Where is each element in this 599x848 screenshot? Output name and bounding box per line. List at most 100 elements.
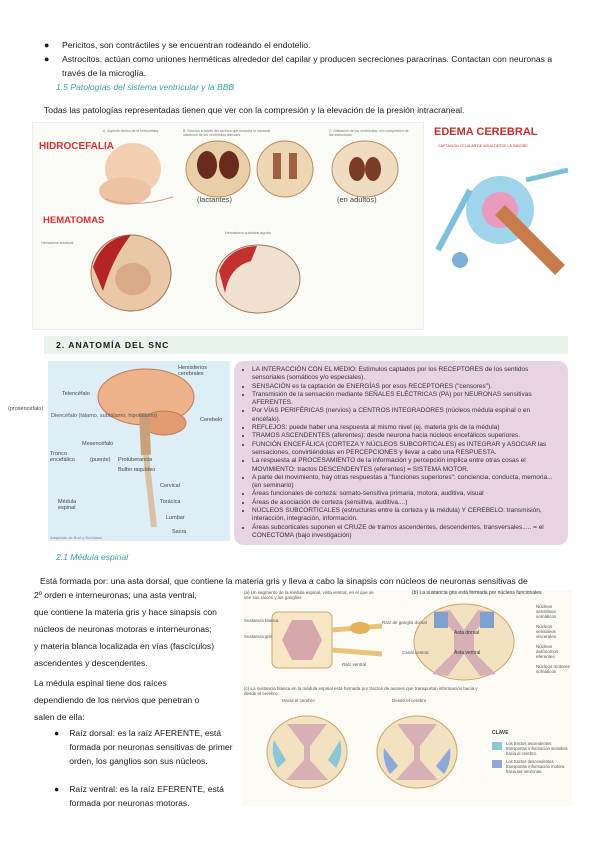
caption-a: A. Aspecto clínico de la hidrocefalia (103, 129, 159, 133)
label-desc: Los tractos descendentes transportan inf… (506, 759, 565, 774)
label-raiz-ventral: Raíz ventral (342, 662, 367, 667)
spinal-caption-b: (b) La sustancia gris está formada por n… (412, 590, 542, 596)
list-item: SENSACIÓN es la captación de ENERGÍAS po… (252, 383, 558, 391)
label-lumbar: Lumbar (166, 515, 185, 521)
brain-section-lactantes-2 (256, 140, 314, 198)
brain-section-adultos (331, 140, 399, 198)
label-asta-ventral: Asta ventral (454, 650, 481, 656)
bullet-icon: ● (44, 40, 50, 50)
label-hacia: Hacia el cerebro (282, 698, 315, 703)
edema-title: EDEMA CEREBRAL (434, 126, 538, 138)
list-item: Por VÍAS PERIFÉRICAS (nervios) a CENTROS… (252, 407, 558, 424)
label-telencefalo: Telencéfalo (62, 391, 90, 397)
raiz-ventral-item: ● Raíz ventral: es la raíz EFERENTE, est… (54, 784, 224, 808)
label-medula: Médula espinal (58, 499, 77, 511)
spinal-caption-c: (c) La sustancia blanca en la médula esp… (244, 686, 478, 696)
list-item: ● Pericitos, son contráctiles y se encue… (44, 40, 311, 50)
spinal-caption-a: (a) Un segmento de la médula espinal, vi… (244, 590, 374, 600)
bullet-icon: ● (54, 728, 60, 738)
medula-line-3: que contiene la materia gris y hace sina… (34, 607, 217, 617)
sensory-processing-box: LA INTERACCIÓN CON EL MEDIO: Estímulos c… (234, 361, 568, 545)
label-canal-central: Canal central (402, 650, 429, 655)
raiz-dorsal-item: ● Raíz dorsal: es la raíz AFERENTE, está… (54, 728, 233, 766)
grey-matter-nuclei-illustration (413, 603, 515, 681)
medula-line-6: ascendentes y descendentes. (34, 658, 148, 668)
label-diencefalo: Diencéfalo (tálamo, subtálamo, hipotálam… (51, 413, 158, 419)
label-puente: (puente) (90, 457, 111, 463)
label-adultos: (en adultos) (337, 195, 377, 204)
label-asta-dorsal: Asta dorsal (454, 630, 480, 636)
label-hemisferios: Hemisferios cerebrales (178, 365, 208, 377)
spinal-segment-illustration (271, 611, 383, 669)
cns-illustration (97, 368, 195, 528)
hematoma-brain-illustration (90, 234, 172, 312)
section-heading-1-5: 1.5 Patologías del sistema ventricular y… (56, 82, 235, 92)
anatomy-credit: Adaptado de Burt y Boutaoux (50, 535, 103, 540)
label-cervical: Cervical (160, 483, 180, 489)
spinal-cord-figure: (a) Un segmento de la médula espinal, vi… (242, 590, 572, 806)
list-item: REFLEJOS: puede haber una respuesta al m… (252, 424, 558, 432)
raices-line-3: salen de ella: (34, 712, 85, 722)
edema-caption: CAPTACIÓN CELULAR DE AGUA DESDE LA SANGR… (438, 144, 528, 148)
list-item: Áreas de asociación de corteza (sensitiv… (252, 499, 558, 507)
list-item: TRAMOS ASCENDENTES (aferentes): desde ne… (252, 432, 558, 440)
list-item: Transmisión de la sensación mediante SEÑ… (252, 391, 558, 408)
ascending-tracts-illustration (266, 715, 348, 789)
label-nucleos-motor: Núcleos motores somáticos (536, 664, 570, 674)
bullet-icon: ● (44, 54, 50, 64)
label-ganglio: Raíz de ganglio dorsal (382, 620, 427, 625)
list-item: ● Astrocitos, actúan como uniones hermét… (44, 54, 553, 78)
label-nucleos-auto: Núcleos autónomos eferentes (536, 644, 559, 659)
edema-cell-illustration (435, 167, 569, 275)
caption-c: C. Dilatación de los ventrículos, con co… (329, 129, 409, 137)
list-item: Áreas funcionales de corteza: somato-sen… (252, 490, 558, 498)
label-asc: Los tractos ascendentes transportan info… (506, 741, 568, 756)
label-sustancia-gris: Sustancia gris (244, 634, 273, 639)
list-item: La respuesta al PROCESAMIENTO de la info… (252, 457, 558, 474)
edema-figure: EDEMA CEREBRAL CAPTACIÓN CELULAR DE AGUA… (426, 122, 574, 282)
label-mesencefalo: Mesencéfalo (82, 441, 114, 447)
raices-line-1: La médula espinal tiene dos raíces (34, 678, 167, 688)
ascending-swatch (492, 742, 502, 750)
section-heading-2-1: 2.1 Médula espinal (56, 552, 129, 562)
label-nucleos-sens: Núcleos sensitivos somáticos (536, 604, 557, 619)
descending-tracts-illustration (376, 715, 458, 789)
intro-paragraph: Todas las patologías representadas tiene… (44, 105, 465, 115)
hidrocefalia-title: HIDROCEFALIA (39, 141, 114, 152)
top-bullet-list: ● Pericitos, son contráctiles y se encue… (44, 38, 564, 80)
label-nucleos-visc: Núcleos sensitivos viscerales (536, 624, 557, 639)
baby-illustration (99, 143, 174, 205)
label-sustancia-blanca: Sustancia blanca (244, 618, 279, 623)
section-2-heading: 2. ANATOMÍA DEL SNC (56, 340, 170, 350)
hematoma-agudo-label: Hematoma subdural agudo (225, 231, 271, 235)
hematoma-subdural-label: Hematoma subdural (41, 241, 74, 245)
label-desde: Desde el cerebro (392, 698, 427, 703)
section-2-band: 2. ANATOMÍA DEL SNC (44, 336, 568, 354)
list-item: A parte del movimiento, hay otras respue… (252, 474, 558, 491)
bullet-icon: ● (54, 784, 60, 794)
list-item: Áreas subcorticales suponen el CRUZE de … (252, 524, 558, 541)
hematomas-title: HEMATOMAS (43, 215, 105, 226)
label-prosencefalo: (prosencéfalo) (8, 406, 44, 412)
anatomy-figure: Hemisferios cerebrales Telencéfalo Dienc… (48, 361, 230, 541)
label-bulbo: Bulbo raquídeo (118, 467, 156, 473)
label-toracica: Torácica (160, 499, 181, 505)
caption-b: B. Sección a través del cerebro que mues… (183, 129, 271, 137)
raices-line-2: dependiendo de los nervios que penetran … (34, 695, 200, 705)
pathology-figure: HIDROCEFALIA A. Aspecto clínico de la hi… (32, 122, 424, 330)
label-tronco: Tronco encefálico (50, 451, 75, 463)
label-protuberancia: Protuberancia (118, 457, 153, 463)
medula-line-1: Está formada por: una asta dorsal, que c… (40, 576, 528, 586)
medula-line-4: núcleos de neuronas motoras e interneuro… (34, 624, 212, 634)
label-lactantes: (lactantes) (197, 195, 233, 204)
label-cerebelo: Cerebelo (200, 417, 223, 423)
sensory-list: LA INTERACCIÓN CON EL MEDIO: Estímulos c… (234, 361, 568, 540)
list-item: LA INTERACCIÓN CON EL MEDIO: Estímulos c… (252, 366, 558, 383)
list-item: NÚCLEOS SUBCORTICALES (estructuras entre… (252, 507, 558, 524)
brain-section-lactantes (185, 140, 251, 198)
label-sacra: Sacra (172, 529, 187, 535)
medula-line-5: y materia blanca localizada en vías (fas… (34, 641, 215, 651)
descending-swatch (492, 760, 502, 768)
medula-line-2: 2º orden e interneuronas; una asta ventr… (34, 590, 197, 600)
clave-heading: CLAVE (492, 730, 509, 736)
